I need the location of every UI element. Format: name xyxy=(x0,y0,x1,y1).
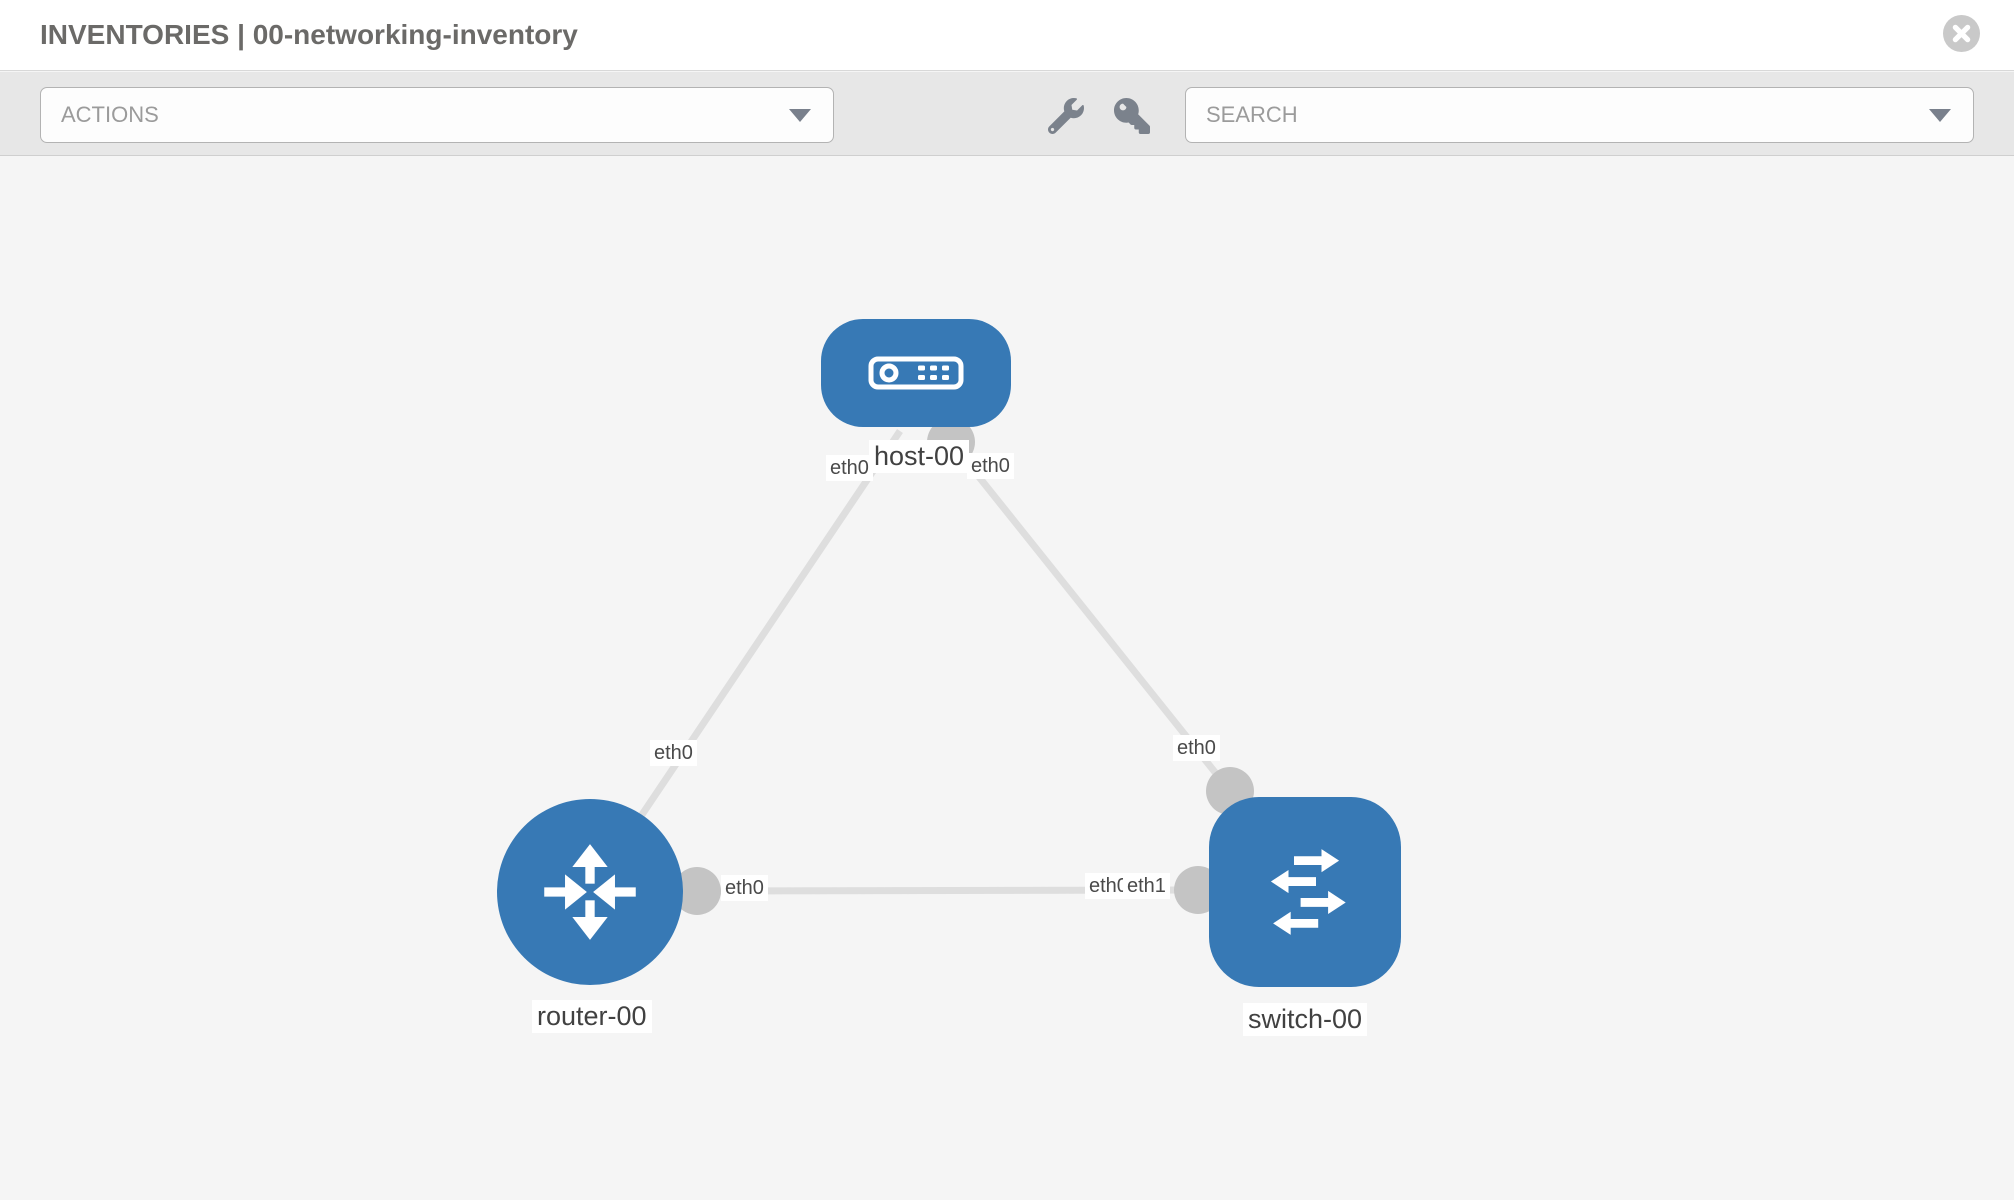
toolbar: ACTIONS SEARCH xyxy=(0,72,2014,156)
iface-label-router-link-eth0: eth0 xyxy=(650,740,697,766)
node-router-00[interactable] xyxy=(497,799,683,985)
iface-label-switch-link-eth0: eth0 xyxy=(1173,735,1220,761)
node-host-00[interactable] xyxy=(821,319,1011,427)
wrench-icon xyxy=(1048,98,1084,134)
actions-dropdown-label: ACTIONS xyxy=(61,102,159,127)
iface-label-router-eth0: eth0 xyxy=(721,875,768,901)
chevron-down-icon xyxy=(1929,109,1951,122)
close-icon xyxy=(1952,24,1971,43)
link-host-switch[interactable] xyxy=(948,439,1233,794)
router-icon xyxy=(544,844,636,940)
search-dropdown[interactable]: SEARCH xyxy=(1185,87,1974,143)
links-layer xyxy=(587,418,1254,915)
iface-label-host-eth0-left: eth0 xyxy=(826,455,873,481)
port-router-eth0 xyxy=(673,867,721,915)
iface-label-switch-eth1: eth1 xyxy=(1123,873,1170,899)
iface-label-host-eth0-right: eth0 xyxy=(967,453,1014,479)
credentials-button[interactable] xyxy=(1112,96,1152,136)
key-icon xyxy=(1114,98,1150,134)
header: INVENTORIES | 00-networking-inventory xyxy=(0,0,2014,71)
actions-dropdown[interactable]: ACTIONS xyxy=(40,87,834,143)
chevron-down-icon xyxy=(789,109,811,122)
switch-icon xyxy=(1270,849,1346,935)
search-dropdown-label: SEARCH xyxy=(1206,102,1298,127)
configure-button[interactable] xyxy=(1046,96,1086,136)
node-label-switch-00: switch-00 xyxy=(1243,1003,1368,1036)
close-button[interactable] xyxy=(1943,15,1980,52)
topology-canvas[interactable]: host-00 router-00 switch-00 eth0 eth0 et… xyxy=(0,157,2014,1200)
page-title: INVENTORIES | 00-networking-inventory xyxy=(40,19,578,50)
node-label-host-00: host-00 xyxy=(869,440,970,473)
node-switch-00[interactable] xyxy=(1209,797,1401,987)
node-label-router-00: router-00 xyxy=(532,1000,652,1033)
host-icon xyxy=(868,356,964,390)
